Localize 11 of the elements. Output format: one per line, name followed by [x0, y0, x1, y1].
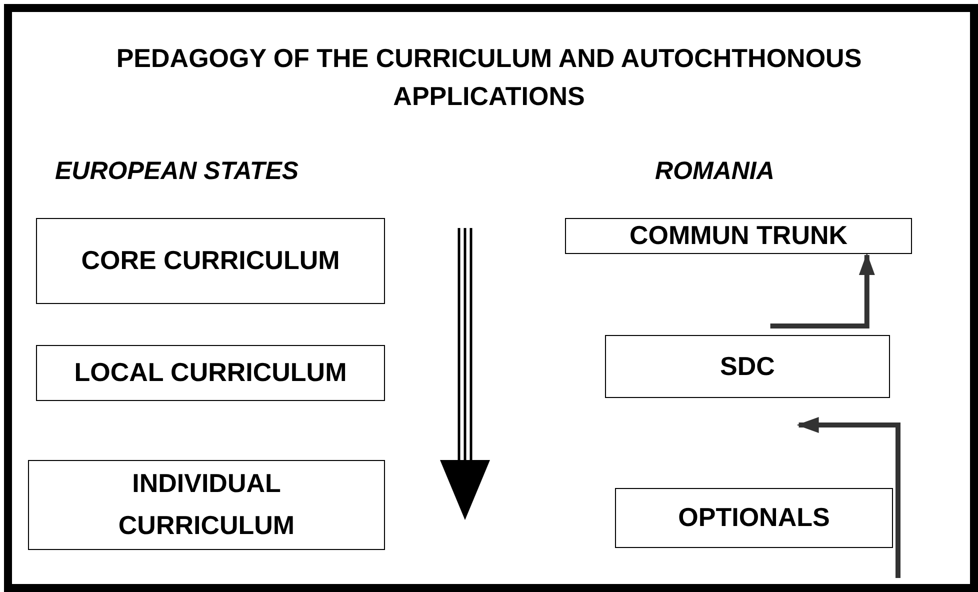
title: PEDAGOGY OF THE CURRICULUM AND AUTOCHTHONOUS APPLICATIONS: [115, 42, 863, 113]
text-box: LOCAL CURRICULUM: [36, 345, 385, 401]
text-box: OPTIONALS: [615, 488, 893, 548]
text-box: CORE CURRICULUM: [36, 218, 385, 304]
text-box: INDIVIDUAL CURRICULUM: [28, 460, 385, 550]
text-box: COMMUN TRUNK: [565, 218, 912, 254]
column-heading: EUROPEAN STATES: [55, 157, 299, 186]
column-heading: ROMANIA: [655, 157, 774, 186]
arrow: [770, 253, 875, 328]
arrow: [796, 417, 900, 578]
text-box: SDC: [605, 335, 890, 398]
